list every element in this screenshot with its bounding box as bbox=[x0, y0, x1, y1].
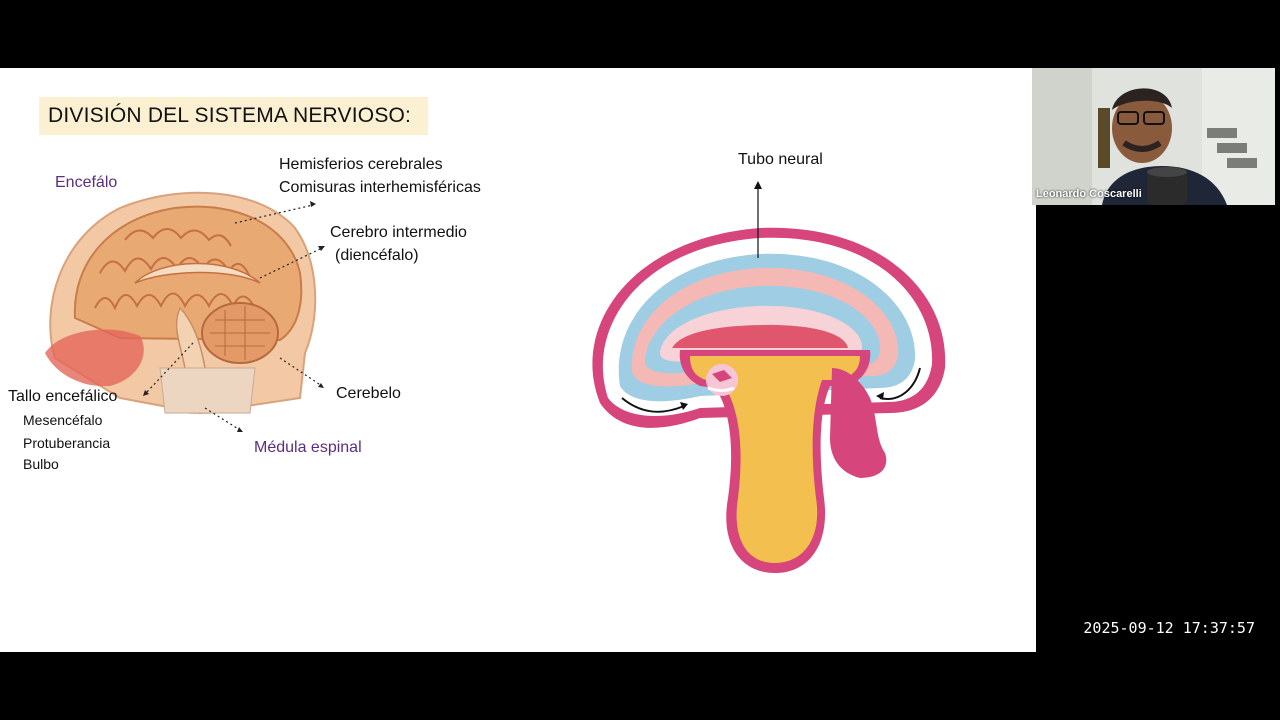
brain-pointer-lines bbox=[145, 204, 323, 431]
diagram-canvas bbox=[45, 181, 946, 573]
pointer-cerebelo bbox=[279, 357, 323, 387]
label-tubo-neural: Tubo neural bbox=[738, 151, 823, 168]
brain-illustration bbox=[45, 191, 317, 415]
slide-title: DIVISIÓN DEL SISTEMA NERVIOSO: bbox=[48, 104, 412, 127]
pointer-hemisferios bbox=[234, 204, 314, 224]
pointer-arrowheads bbox=[143, 201, 325, 432]
label-medula-espinal: Médula espinal bbox=[254, 439, 362, 456]
label-hemisferios: Hemisferios cerebrales bbox=[279, 156, 443, 173]
label-bulbo: Bulbo bbox=[23, 456, 59, 472]
label-tallo-encefalico: Tallo encefálico bbox=[8, 388, 118, 405]
participant-name: Leonardo Coscarelli bbox=[1036, 188, 1142, 200]
slide-title-box: DIVISIÓN DEL SISTEMA NERVIOSO: bbox=[39, 97, 428, 135]
label-mesencefalo: Mesencéfalo bbox=[23, 412, 103, 428]
recording-timestamp: 2025-09-12 17:37:57 bbox=[1083, 619, 1255, 637]
pointer-diencefalo bbox=[259, 247, 323, 279]
participant-video-tile[interactable]: Leonardo Coscarelli bbox=[1032, 68, 1275, 205]
label-diencefalo: (diencéfalo) bbox=[335, 247, 419, 264]
neural-tube-illustration bbox=[592, 181, 946, 573]
label-cerebro-intermedio: Cerebro intermedio bbox=[330, 224, 467, 241]
pointer-tallo bbox=[145, 342, 194, 394]
presentation-slide: DIVISIÓN DEL SISTEMA NERVIOSO: bbox=[0, 68, 1036, 652]
pointer-medula bbox=[204, 407, 241, 431]
label-comisuras: Comisuras interhemisféricas bbox=[279, 179, 481, 196]
label-encefalo: Encefálo bbox=[55, 174, 118, 191]
label-protuberancia: Protuberancia bbox=[23, 435, 111, 451]
label-cerebelo: Cerebelo bbox=[336, 385, 401, 402]
participant-video-feed bbox=[1032, 68, 1275, 205]
